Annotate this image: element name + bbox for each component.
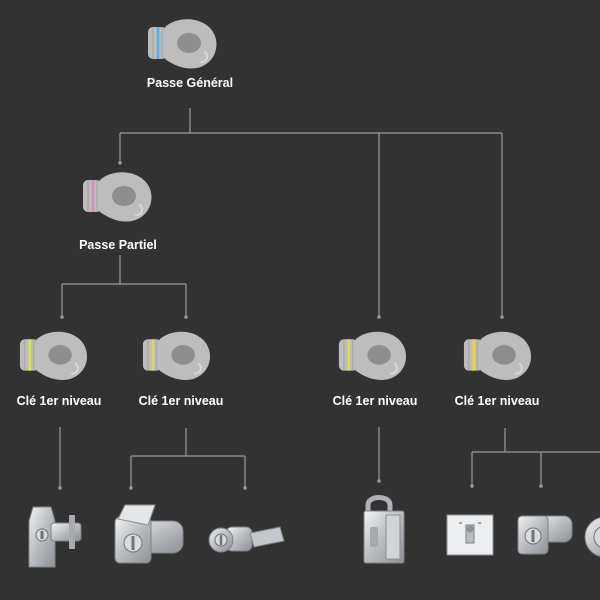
level-key-icon-3 (338, 331, 407, 380)
padlock-icon (363, 495, 405, 564)
level-key-icon-4 (463, 331, 532, 380)
key-icons (19, 19, 532, 380)
level-key-label-2: Clé 1er niveau (138, 394, 224, 408)
level-key-label-1: Clé 1er niveau (16, 394, 102, 408)
connector-end-dot (118, 161, 122, 165)
round-lock-icon (584, 517, 600, 557)
square-cylinder-lock-icon (517, 515, 573, 555)
connector-end-dot (60, 315, 64, 319)
level-key-label-3: Clé 1er niveau (332, 394, 418, 408)
flap-cylinder-lock-icon (114, 504, 184, 564)
cam-latch-lock-icon (28, 506, 82, 568)
partial-key-label: Passe Partiel (79, 238, 157, 252)
connector-end-dot (539, 484, 543, 488)
key-switch-icon (446, 514, 494, 556)
partial-key-icon (83, 172, 152, 222)
master-key-icon (148, 19, 217, 69)
connector-end-dot (500, 315, 504, 319)
connector-end-dot (377, 479, 381, 483)
connector-end-dot (470, 484, 474, 488)
connector-end-dot (58, 486, 62, 490)
level-key-icon-2 (142, 331, 211, 380)
connector-end-dot (129, 486, 133, 490)
connector-end-dot (243, 486, 247, 490)
connector-lines (58, 108, 600, 490)
master-key-label: Passe Général (146, 76, 234, 90)
level-key-icon-1 (19, 331, 88, 380)
connector-end-dot (377, 315, 381, 319)
cam-lock-icon (208, 526, 285, 553)
connector-end-dot (184, 315, 188, 319)
lock-icons (28, 495, 600, 568)
level-key-label-4: Clé 1er niveau (454, 394, 540, 408)
